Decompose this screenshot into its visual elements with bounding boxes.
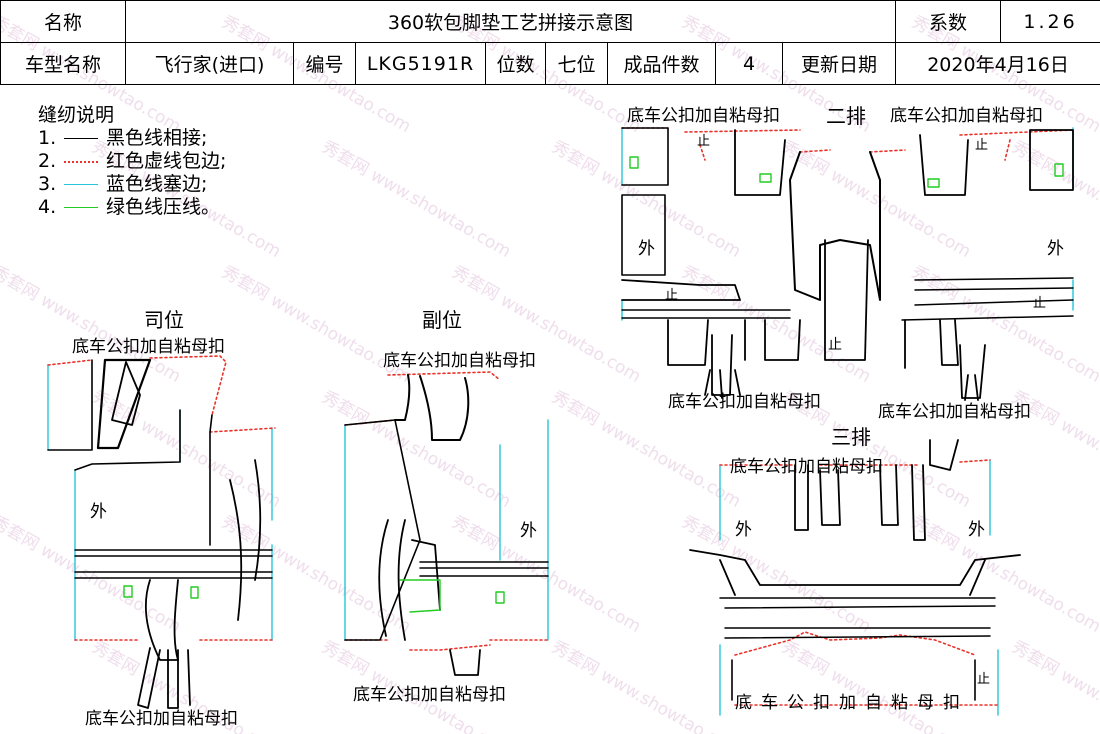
legend-title: 缝纫说明 (38, 104, 115, 126)
legend-num: 3. (38, 173, 57, 195)
second-row-outer-label-left: 外 (638, 239, 655, 259)
driver-outer-label: 外 (90, 502, 107, 522)
third-row-fastener-label-top: 底车公扣加自粘母扣 (730, 457, 883, 477)
seats-value: 七位 (545, 42, 608, 85)
stop-mark: 止 (977, 672, 991, 687)
third-row-mat (689, 439, 1021, 716)
code-value: LKG5191R (355, 42, 486, 85)
name-label: 名称 (0, 0, 126, 43)
stop-mark: 止 (665, 288, 679, 303)
passenger-mat (344, 371, 549, 676)
second-row-fastener-label-bottom-left: 底车公扣加自粘母扣 (668, 392, 821, 412)
second-row-outer-label-right: 外 (1047, 239, 1064, 259)
diagram-title: 360软包脚垫工艺拼接示意图 (124, 0, 897, 43)
legend-num: 4. (38, 196, 57, 218)
driver-seat-title: 司位 (144, 308, 184, 332)
legend-text: 红色虚线包边; (106, 150, 227, 172)
second-row-fastener-label-left: 底车公扣加自粘母扣 (627, 106, 780, 126)
second-row-fastener-label-right: 底车公扣加自粘母扣 (890, 106, 1043, 126)
legend-item: 4. 绿色线压线。 (38, 196, 226, 219)
second-row-mat (621, 127, 1074, 401)
legend-num: 2. (38, 150, 57, 172)
third-row-outer-label-left: 外 (735, 520, 752, 540)
third-row-title: 三排 (831, 425, 871, 449)
legend-text: 黑色线相接; (106, 127, 208, 149)
legend-item: 3. 蓝色线塞边; (38, 173, 226, 196)
legend-item: 2. 红色虚线包边; (38, 150, 226, 173)
second-row-title: 二排 (826, 104, 866, 128)
sewing-legend: 缝纫说明 1. 黑色线相接; 2. 红色虚线包边; 3. 蓝色线塞边; 4. 绿… (38, 104, 226, 219)
stop-mark: 止 (975, 138, 989, 153)
passenger-fastener-label-bottom: 底车公扣加自粘母扣 (353, 685, 506, 705)
driver-fastener-label: 底车公扣加自粘母扣 (72, 337, 225, 357)
stop-mark: 止 (828, 337, 842, 353)
coef-value: 1.26 (1000, 0, 1100, 43)
second-row-fastener-label-bottom-right: 底车公扣加自粘母扣 (878, 402, 1031, 422)
red-dotted-swatch (64, 160, 98, 163)
legend-text: 绿色线压线。 (106, 196, 221, 218)
header-table: 名称 360软包脚垫工艺拼接示意图 系数 1.26 车型名称 飞行家(进口) 编… (0, 0, 1100, 85)
legend-text: 蓝色线塞边; (106, 173, 208, 195)
code-label: 编号 (293, 42, 356, 85)
black-line-swatch (64, 138, 98, 139)
passenger-fastener-label: 底车公扣加自粘母扣 (383, 351, 536, 371)
stop-mark: 止 (697, 134, 711, 149)
legend-item: 1. 黑色线相接; (38, 127, 226, 150)
green-line-swatch (64, 207, 98, 208)
passenger-seat-title: 副位 (422, 308, 462, 332)
legend-num: 1. (38, 127, 57, 149)
third-row-outer-label-right: 外 (968, 520, 985, 540)
driver-fastener-label-bottom: 底车公扣加自粘母扣 (85, 709, 238, 729)
driver-mat (47, 355, 276, 709)
pieces-value: 4 (715, 42, 783, 85)
date-label: 更新日期 (781, 42, 897, 85)
pieces-label: 成品件数 (607, 42, 716, 85)
stop-mark: 止 (1033, 296, 1047, 311)
passenger-outer-label: 外 (520, 521, 537, 541)
third-row-fastener-label-bottom: 底车公扣加自粘母扣 (735, 693, 969, 713)
seats-label: 位数 (485, 42, 546, 85)
cyan-line-swatch (64, 184, 98, 185)
date-value: 2020年4月16日 (895, 42, 1100, 85)
